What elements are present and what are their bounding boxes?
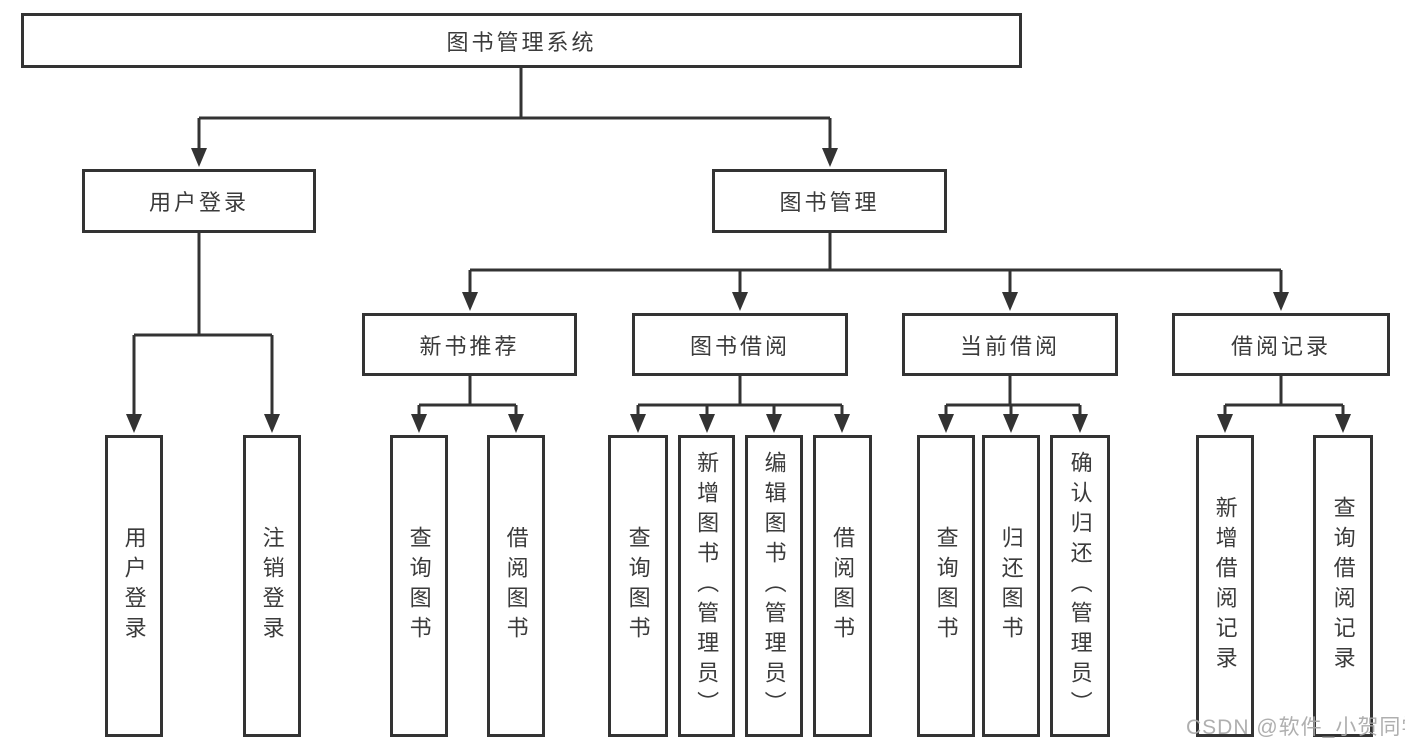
leaf-add-book-admin: 新增图书（管理员） [678, 435, 735, 737]
leaf-query-borrow-record: 查询借阅记录 [1313, 435, 1373, 737]
node-label: 当前借阅 [959, 333, 1060, 359]
leaf-confirm-return-admin: 确认归还（管理员） [1050, 435, 1110, 737]
node-label: 图书管理 [779, 190, 880, 215]
leaf-label: 归还图书 [998, 526, 1024, 646]
node-borrow-records: 借阅记录 [1172, 313, 1390, 376]
node-current-borrowing: 当前借阅 [902, 313, 1118, 376]
node-label: 用户登录 [148, 190, 249, 215]
leaf-borrow-books-recommend: 借阅图书 [487, 435, 545, 737]
connector-newbook-to-leaves [417, 376, 518, 416]
node-library-management-system: 图书管理系统 [21, 13, 1022, 68]
leaf-label: 借阅图书 [503, 526, 529, 646]
leaf-borrow-books-borrowing: 借阅图书 [813, 435, 872, 737]
leaf-label: 用户登录 [121, 526, 147, 646]
node-label: 借阅记录 [1230, 333, 1331, 359]
leaf-label: 新增借阅记录 [1212, 496, 1238, 676]
leaf-label: 确认归还（管理员） [1067, 451, 1093, 721]
leaf-label: 注销登录 [259, 526, 285, 646]
node-book-borrowing: 图书借阅 [632, 313, 848, 376]
watermark: CSDN @软件_小贺同学 [1186, 716, 1405, 739]
node-label: 图书管理系统 [446, 29, 597, 55]
connector-records-to-leaves [1223, 376, 1345, 416]
connector-borrow-to-leaves [636, 376, 844, 416]
node-label: 图书借阅 [689, 333, 790, 359]
leaf-query-books-borrowing: 查询图书 [608, 435, 668, 737]
leaf-label: 新增图书（管理员） [694, 451, 720, 721]
leaf-label: 查询借阅记录 [1330, 496, 1356, 676]
leaf-label: 查询图书 [625, 526, 651, 646]
leaf-edit-book-admin: 编辑图书（管理员） [745, 435, 803, 737]
node-user-login: 用户登录 [82, 169, 316, 233]
leaf-label: 查询图书 [406, 526, 432, 646]
leaf-user-login: 用户登录 [105, 435, 163, 737]
node-book-management: 图书管理 [712, 169, 947, 233]
leaf-query-books-current: 查询图书 [917, 435, 975, 737]
connector-book-mgmt-to-level3 [468, 233, 1283, 294]
connector-root-to-level2 [197, 68, 832, 150]
leaf-label: 查询图书 [933, 526, 959, 646]
leaf-label: 编辑图书（管理员） [761, 451, 787, 721]
leaf-add-borrow-record: 新增借阅记录 [1196, 435, 1254, 737]
connector-user-login-to-leaves [132, 233, 274, 416]
node-new-book-recommend: 新书推荐 [362, 313, 577, 376]
leaf-return-books: 归还图书 [982, 435, 1040, 737]
node-label: 新书推荐 [419, 333, 520, 359]
connector-current-to-leaves [944, 376, 1082, 416]
leaf-query-books-recommend: 查询图书 [390, 435, 448, 737]
leaf-logout: 注销登录 [243, 435, 301, 737]
leaf-label: 借阅图书 [830, 526, 856, 646]
